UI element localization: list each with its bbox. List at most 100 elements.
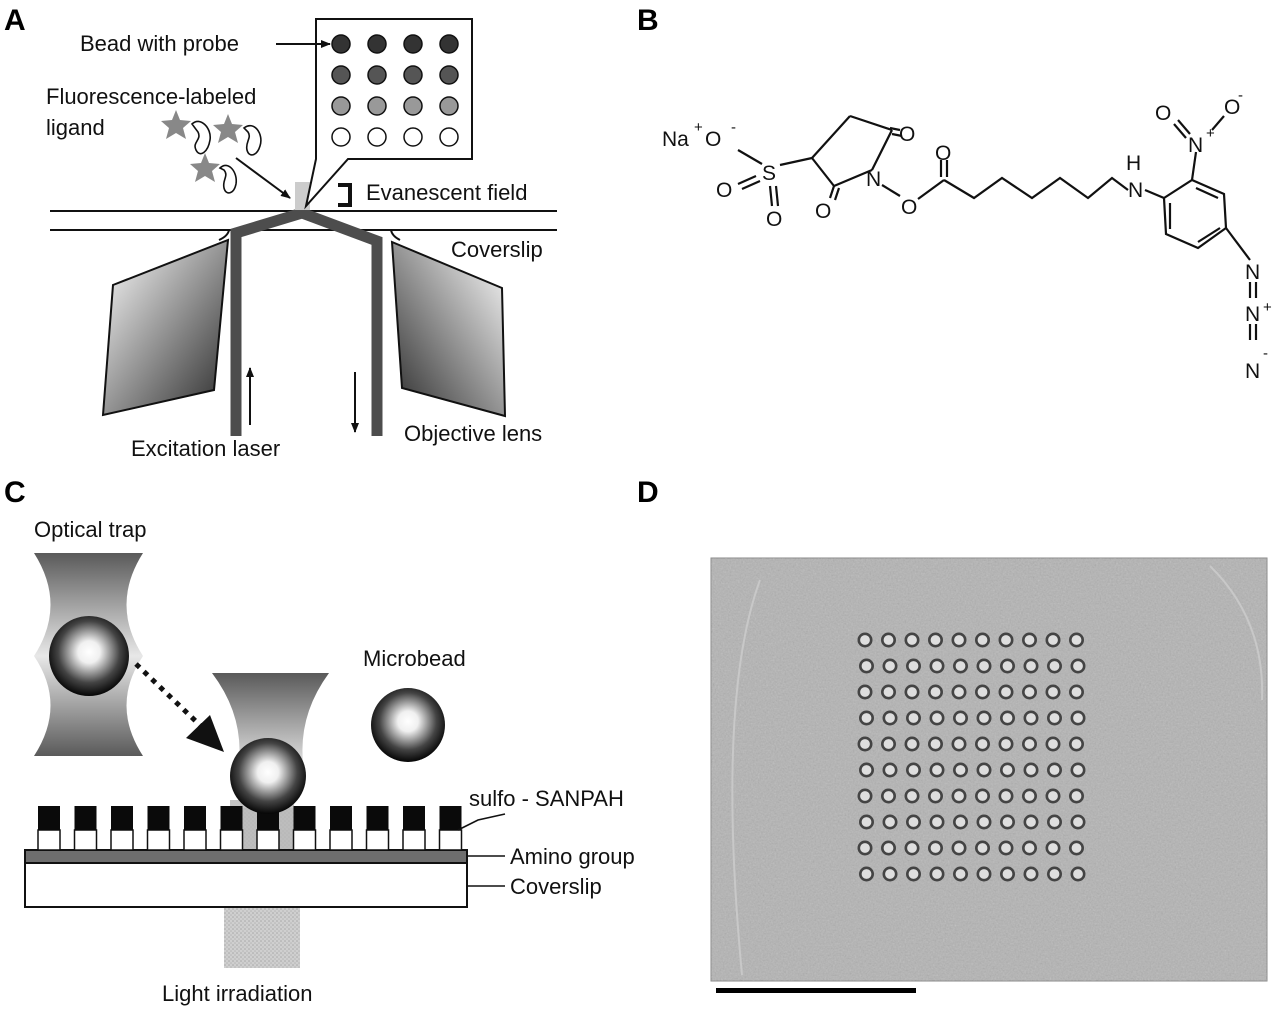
- imaged-microbead: [952, 814, 968, 830]
- sulfo-sanpah-linkers: [37, 806, 463, 851]
- imaged-microbead: [999, 866, 1015, 882]
- probe-bead: [439, 65, 459, 85]
- atom-n-imide: N: [866, 168, 881, 191]
- imaged-microbead: [1070, 710, 1086, 726]
- evanescent-bracket: [338, 183, 352, 207]
- imaged-microbead: [905, 710, 921, 726]
- atom-o-nitro2: O: [1224, 96, 1240, 119]
- fluorophore-star-icon: [190, 153, 220, 182]
- atom-o-s1: O: [716, 179, 732, 202]
- fluorophore-star-icon: [161, 110, 191, 139]
- linker-stem: [438, 829, 463, 851]
- immersion-oil-left: [218, 229, 230, 241]
- linker-stem: [219, 829, 244, 851]
- linker-stem: [292, 829, 317, 851]
- charge-o-minus: -: [731, 119, 736, 136]
- linker-stem: [73, 829, 98, 851]
- ligand-molecule: [190, 120, 211, 155]
- linker-stem: [37, 829, 61, 851]
- imaged-microbead: [951, 684, 967, 700]
- objective-right-side: [390, 240, 507, 418]
- imaged-microbead: [857, 684, 873, 700]
- atom-o-ester: O: [901, 196, 917, 219]
- label-coverslip-c: Coverslip: [510, 874, 602, 899]
- imaged-microbead: [927, 736, 943, 752]
- imaged-microbead: [1021, 788, 1037, 804]
- imaged-microbead: [1021, 684, 1037, 700]
- imaged-microbead: [1047, 814, 1063, 830]
- imaged-microbead: [1023, 762, 1039, 778]
- free-microbead: [371, 688, 445, 762]
- fluorophore-star-icon: [213, 114, 243, 143]
- imaged-microbead: [998, 684, 1014, 700]
- imaged-microbead: [904, 736, 920, 752]
- imaged-microbead: [905, 762, 921, 778]
- imaged-microbead: [880, 840, 896, 856]
- imaged-microbead: [1069, 788, 1085, 804]
- panel-c: C Optical trap Microbead sulfo - SANPAH …: [4, 476, 635, 1006]
- imaged-microbead: [1069, 632, 1085, 648]
- label-bead-with-probe: Bead with probe: [80, 31, 239, 56]
- panel-c-letter: C: [4, 476, 26, 509]
- imaged-microbead: [1021, 736, 1037, 752]
- imaged-microbead: [927, 684, 943, 700]
- imaged-microbead: [952, 866, 968, 882]
- imaged-microbead: [1069, 684, 1085, 700]
- linker-head: [366, 806, 389, 830]
- imaged-microbead: [882, 866, 898, 882]
- atom-h-amine: H: [1126, 152, 1141, 175]
- imaged-microbead: [1045, 788, 1061, 804]
- linker-head: [147, 806, 170, 830]
- linker-head: [439, 806, 462, 830]
- charge-nitro-minus: -: [1238, 87, 1243, 104]
- probe-bead: [367, 127, 387, 147]
- imaged-microbead: [974, 684, 990, 700]
- microbead-array-image: [857, 632, 1086, 882]
- imaged-microbead: [904, 632, 920, 648]
- ligand-molecule: [242, 124, 262, 156]
- probe-bead: [367, 96, 387, 116]
- imaged-microbead: [1047, 658, 1063, 674]
- imaged-microbead: [858, 814, 874, 830]
- panel-a-letter: A: [4, 4, 26, 37]
- imaged-microbead: [929, 814, 945, 830]
- imaged-microbead: [904, 840, 920, 856]
- probe-bead: [439, 96, 459, 116]
- sulfo-sanpah-structure: [737, 114, 1258, 340]
- atom-o-s2: O: [766, 208, 782, 231]
- imaged-microbead: [998, 736, 1014, 752]
- imaged-microbead: [1047, 866, 1063, 882]
- imaged-microbead: [952, 658, 968, 674]
- linker-stem: [146, 829, 171, 851]
- bead-array: [331, 34, 459, 147]
- panel-d-letter: D: [637, 476, 659, 509]
- micrograph-edge-right: [1209, 565, 1264, 701]
- atom-s: S: [762, 162, 776, 185]
- atom-n-azide1: N: [1245, 261, 1260, 284]
- imaged-microbead: [905, 658, 921, 674]
- linker-stem: [365, 829, 390, 851]
- imaged-microbead: [1070, 866, 1086, 882]
- trapped-microbead: [49, 616, 129, 696]
- imaged-microbead: [1070, 762, 1086, 778]
- charge-nitro-plus: +: [1206, 125, 1215, 142]
- imaged-microbead: [929, 762, 945, 778]
- charge-azide-minus: -: [1263, 345, 1268, 362]
- imaged-microbead: [999, 658, 1015, 674]
- optical-trap-center: [212, 673, 329, 770]
- probe-bead: [331, 96, 351, 116]
- imaged-microbead: [927, 788, 943, 804]
- imaged-microbead: [929, 658, 945, 674]
- probe-bead: [403, 127, 423, 147]
- imaged-microbead: [858, 658, 874, 674]
- imaged-microbead: [1045, 632, 1061, 648]
- imaged-microbead: [857, 840, 873, 856]
- atom-o-carbonyl1: O: [899, 123, 915, 146]
- probe-bead: [439, 127, 459, 147]
- imaged-microbead: [880, 632, 896, 648]
- imaged-microbead: [858, 710, 874, 726]
- imaged-microbead: [998, 788, 1014, 804]
- charge-na-plus: +: [694, 119, 703, 136]
- imaged-microbead: [1023, 814, 1039, 830]
